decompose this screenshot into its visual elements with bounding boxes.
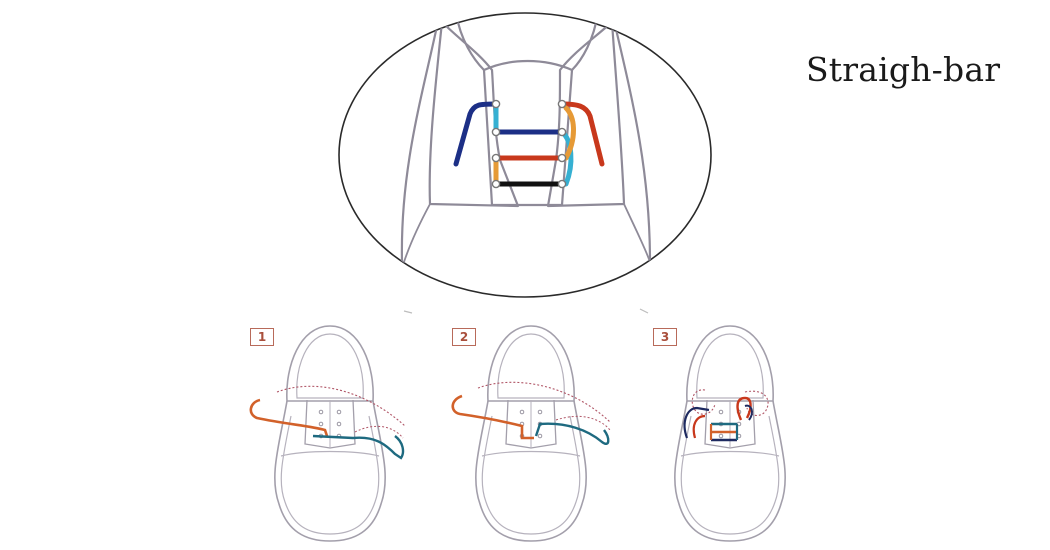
step-badge-3: 3: [653, 328, 677, 346]
magnifier-oval: [338, 12, 712, 298]
lace-left-end: [683, 406, 710, 439]
eyelet: [557, 99, 567, 109]
step-badge-1: 1: [250, 328, 274, 346]
lace-guide-dotted: [276, 385, 406, 427]
eyelet: [557, 179, 567, 189]
eyelet: [491, 127, 501, 137]
lace-right-blue: [744, 404, 753, 421]
lace-teal-guide: [354, 425, 404, 439]
lace-teal-strand: [534, 422, 610, 445]
lace-teal-strand: [312, 434, 405, 460]
step-2-shoe: [451, 325, 611, 542]
eyelet: [491, 153, 501, 163]
left-quarter-panel: [428, 20, 520, 208]
diagram-title: Straigh-bar: [806, 50, 1001, 89]
step-3-shoe: [674, 325, 786, 542]
step-badge-2: 2: [452, 328, 476, 346]
scan-marks: [403, 308, 649, 314]
panel-stitch-right: [623, 203, 651, 263]
lace-guide-dotted: [477, 381, 611, 423]
eyelet: [491, 99, 501, 109]
shoe-outline-right: [610, 13, 652, 264]
eyelet: [557, 153, 567, 163]
step-1-shoe: [249, 325, 406, 542]
lace-orange-strand: [249, 398, 329, 437]
panel-stitch-left: [403, 203, 431, 263]
eyelet: [491, 179, 501, 189]
lace-teal-guide: [555, 415, 611, 431]
lace-red-end: [559, 101, 605, 167]
right-quarter-panel: [546, 20, 626, 208]
lace-left-red: [692, 414, 706, 439]
lace-navy-end: [453, 101, 499, 167]
eyelet: [557, 127, 567, 137]
lace-guide-loop-left: [691, 389, 716, 415]
magnified-detail: [338, 12, 712, 298]
shoe-outline-left: [400, 13, 442, 264]
lace-orange-right: [563, 105, 576, 161]
lace-orange-strand: [451, 394, 534, 440]
